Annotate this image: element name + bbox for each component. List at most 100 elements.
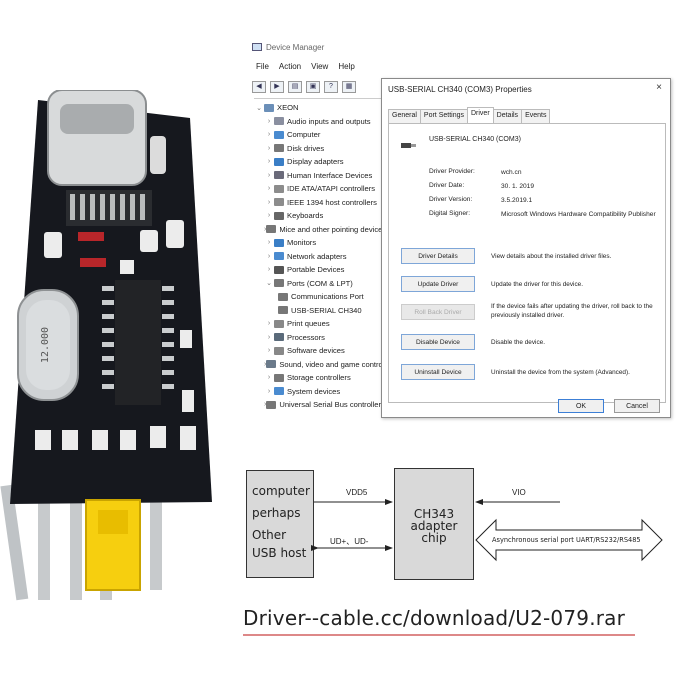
tree-item[interactable]: ›Storage controllers [254,371,384,385]
forward-arrow-icon[interactable]: ▶ [270,81,284,93]
tree-item[interactable]: ›Software devices [254,344,384,358]
chevron-right-icon[interactable]: › [267,158,271,166]
chevron-right-icon[interactable]: › [267,185,271,193]
async-serial-label: Asynchronous serial port UART/RS232/RS48… [492,536,641,544]
sound-icon [266,360,277,369]
menu-view[interactable]: View [311,62,329,71]
chevron-down-icon[interactable]: ⌄ [266,280,272,288]
chevron-right-icon[interactable]: › [267,144,271,152]
port-icon [278,306,288,315]
window-title: Device Manager [266,42,325,52]
scan-icon[interactable]: ▦ [342,81,356,93]
tree-item[interactable]: USB-SERIAL CH340 [254,304,384,318]
chevron-right-icon[interactable]: › [267,171,271,179]
keyboard-icon [274,211,284,220]
tree-item[interactable]: ›Print queues [254,317,384,331]
vio-label: VIO [512,488,526,497]
mouse-icon [266,225,277,234]
tab-events[interactable]: Events [521,109,551,123]
host-label-1: computer [252,484,310,498]
help-icon[interactable]: ? [324,81,338,93]
uninstall-device-button[interactable]: Uninstall Device [401,364,475,380]
chevron-right-icon[interactable]: › [267,212,271,220]
tree-item[interactable]: ›Processors [254,331,384,345]
roll-back-driver-button[interactable]: Roll Back Driver [401,304,475,320]
tree-root[interactable]: ⌄XEON [254,101,384,115]
tab-general[interactable]: General [388,109,421,123]
tree-item[interactable]: Communications Port [254,290,384,304]
update-driver-button[interactable]: Update Driver [401,276,475,292]
chevron-right-icon[interactable]: › [264,360,267,368]
tree-item[interactable]: ›Portable Devices [254,263,384,277]
software-icon [274,346,284,355]
dialog-tabs: General Port Settings Driver Details Eve… [388,107,551,123]
tree-item[interactable]: ›Display adapters [254,155,384,169]
device-manager-icon [252,43,262,51]
window-titlebar: Device Manager [252,40,324,54]
chevron-right-icon[interactable]: › [267,387,271,395]
chevron-right-icon[interactable]: › [264,401,267,409]
tree-item[interactable]: ›System devices [254,385,384,399]
tree-item[interactable]: ›Audio inputs and outputs [254,115,384,129]
ch343-chip-block [394,468,474,580]
chevron-right-icon[interactable]: › [267,252,271,260]
tree-item[interactable]: ›Keyboards [254,209,384,223]
tab-driver[interactable]: Driver [466,107,494,121]
vdd5-label: VDD5 [346,488,368,497]
menu-file[interactable]: File [256,62,269,71]
tree-item[interactable]: ›Human Interface Devices [254,169,384,183]
portable-device-icon [274,265,284,274]
tree-item[interactable]: ›IEEE 1394 host controllers [254,196,384,210]
disable-device-button[interactable]: Disable Device [401,334,475,350]
hid-icon [274,171,284,180]
driver-panel: USB-SERIAL CH340 (COM3) Driver Provider:… [388,123,666,403]
usb-host-block [246,470,314,578]
display-icon [274,157,284,166]
chevron-right-icon[interactable]: › [267,198,271,206]
menu-action[interactable]: Action [278,62,302,71]
tree-item[interactable]: ›Sound, video and game controllers [264,359,384,369]
chevron-right-icon[interactable]: › [264,225,267,233]
storage-icon [274,373,284,382]
cancel-button[interactable]: Cancel [614,399,660,413]
device-name: USB-SERIAL CH340 (COM3) [429,136,521,143]
chevron-right-icon[interactable]: › [267,374,271,382]
tree-item[interactable]: ›IDE ATA/ATAPI controllers [254,182,384,196]
chip-label-1: CH343 [413,507,455,521]
chevron-down-icon[interactable]: ⌄ [256,104,262,112]
close-icon[interactable]: × [656,82,662,93]
ch340-board-photo: 12.000 [0,90,212,601]
host-label-2: perhaps [252,506,301,520]
ieee1394-icon [274,198,284,207]
chevron-right-icon[interactable]: › [267,239,271,247]
tree-item[interactable]: ›Network adapters [254,250,384,264]
ok-button[interactable]: OK [558,399,604,413]
chevron-right-icon[interactable]: › [267,131,271,139]
usb-icon [266,400,277,409]
tree-item[interactable]: ›Universal Serial Bus controllers [264,400,384,410]
chevron-right-icon[interactable]: › [267,347,271,355]
driver-details-button[interactable]: Driver Details [401,248,475,264]
chevron-right-icon[interactable]: › [267,266,271,274]
tree-item[interactable]: ›Mice and other pointing devices [264,224,384,234]
update-icon[interactable]: ▣ [306,81,320,93]
tab-port-settings[interactable]: Port Settings [419,109,468,123]
disk-icon [274,144,284,153]
tree-item[interactable]: ›Disk drives [254,142,384,156]
chevron-right-icon[interactable]: › [267,333,271,341]
tree-item[interactable]: ⌄Ports (COM & LPT) [254,277,384,291]
update-driver-desc: Update the driver for this device. [491,281,583,288]
tree-item[interactable]: ›Computer [254,128,384,142]
printer-icon [274,319,284,328]
menu-help[interactable]: Help [338,62,355,71]
properties-icon[interactable]: ▤ [288,81,302,93]
tab-details[interactable]: Details [492,109,523,123]
driver-download-url[interactable]: Driver--cable.cc/download/U2-079.rar [243,606,626,630]
chevron-right-icon[interactable]: › [267,117,271,125]
back-arrow-icon[interactable]: ◀ [252,81,266,93]
chevron-right-icon[interactable]: › [267,320,271,328]
monitor-icon [274,238,284,247]
crystal-marking: 12.000 [40,327,51,363]
network-icon [274,252,284,261]
tree-item[interactable]: ›Monitors [254,236,384,250]
